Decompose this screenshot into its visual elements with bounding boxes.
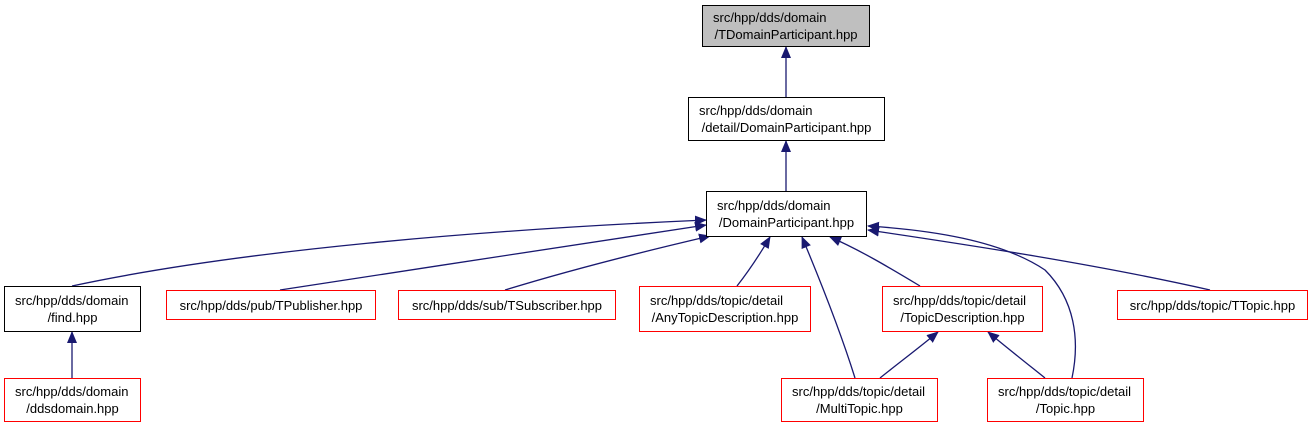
node-ddsdomain-line2: /ddsdomain.hpp xyxy=(26,401,119,416)
node-domainparticipant-line1: src/hpp/dds/domain xyxy=(717,198,831,213)
node-topicdescription[interactable]: src/hpp/dds/topic/detail /TopicDescripti… xyxy=(882,286,1043,332)
node-find[interactable]: src/hpp/dds/domain /find.hpp xyxy=(4,286,141,332)
node-tsubscriber-label: src/hpp/dds/sub/TSubscriber.hpp xyxy=(411,297,603,313)
node-find-line1: src/hpp/dds/domain xyxy=(15,293,129,308)
node-tdomainparticipant: src/hpp/dds/domain /TDomainParticipant.h… xyxy=(702,5,870,47)
node-anytopicdescription-line1: src/hpp/dds/topic/detail xyxy=(650,293,783,308)
node-topicdescription-line2: /TopicDescription.hpp xyxy=(900,310,1025,325)
node-tdomainparticipant-line2: /TDomainParticipant.hpp xyxy=(714,27,858,42)
node-detail-domainparticipant-line2: /detail/DomainParticipant.hpp xyxy=(701,120,872,135)
edge-topic-to-topicdescription xyxy=(987,331,1046,379)
node-tdomainparticipant-line1: src/hpp/dds/domain xyxy=(713,10,827,25)
node-topic[interactable]: src/hpp/dds/topic/detail /Topic.hpp xyxy=(987,378,1144,422)
node-multitopic-line2: /MultiTopic.hpp xyxy=(816,401,903,416)
node-multitopic[interactable]: src/hpp/dds/topic/detail /MultiTopic.hpp xyxy=(781,378,938,422)
edge-tsubscriber-to-domainparticipant xyxy=(504,233,711,291)
node-ttopic-label: src/hpp/dds/topic/TTopic.hpp xyxy=(1129,297,1296,313)
node-find-line2: /find.hpp xyxy=(47,310,98,325)
node-tsubscriber[interactable]: src/hpp/dds/sub/TSubscriber.hpp xyxy=(398,290,616,320)
node-domainparticipant[interactable]: src/hpp/dds/domain /DomainParticipant.hp… xyxy=(706,191,867,237)
node-anytopicdescription[interactable]: src/hpp/dds/topic/detail /AnyTopicDescri… xyxy=(639,286,811,332)
node-domainparticipant-line2: /DomainParticipant.hpp xyxy=(718,215,855,230)
edge-multitopic-to-domainparticipant xyxy=(801,236,856,379)
node-anytopicdescription-line2: /AnyTopicDescription.hpp xyxy=(651,310,799,325)
edge-anytopic-to-domainparticipant xyxy=(736,236,771,287)
node-tpublisher-label: src/hpp/dds/pub/TPublisher.hpp xyxy=(179,297,363,313)
edge-multitopic-to-topicdescription xyxy=(879,331,939,379)
node-detail-domainparticipant[interactable]: src/hpp/dds/domain /detail/DomainPartici… xyxy=(688,97,885,141)
node-ttopic[interactable]: src/hpp/dds/topic/TTopic.hpp xyxy=(1117,290,1308,320)
node-ddsdomain[interactable]: src/hpp/dds/domain /ddsdomain.hpp xyxy=(4,378,141,422)
edge-tpublisher-to-domainparticipant xyxy=(279,221,707,291)
node-topic-line1: src/hpp/dds/topic/detail xyxy=(998,384,1131,399)
edge-topic-to-domainparticipant xyxy=(867,221,1077,379)
edge-topicdescription-to-domainparticipant xyxy=(829,236,921,287)
node-topic-line2: /Topic.hpp xyxy=(1035,401,1096,416)
node-detail-domainparticipant-line1: src/hpp/dds/domain xyxy=(699,103,813,118)
node-ddsdomain-line1: src/hpp/dds/domain xyxy=(15,384,129,399)
edge-ttopic-to-domainparticipant xyxy=(867,226,1211,291)
node-tpublisher[interactable]: src/hpp/dds/pub/TPublisher.hpp xyxy=(166,290,376,320)
edge-find-to-domainparticipant xyxy=(71,215,707,287)
node-multitopic-line1: src/hpp/dds/topic/detail xyxy=(792,384,925,399)
node-topicdescription-line1: src/hpp/dds/topic/detail xyxy=(893,293,1026,308)
